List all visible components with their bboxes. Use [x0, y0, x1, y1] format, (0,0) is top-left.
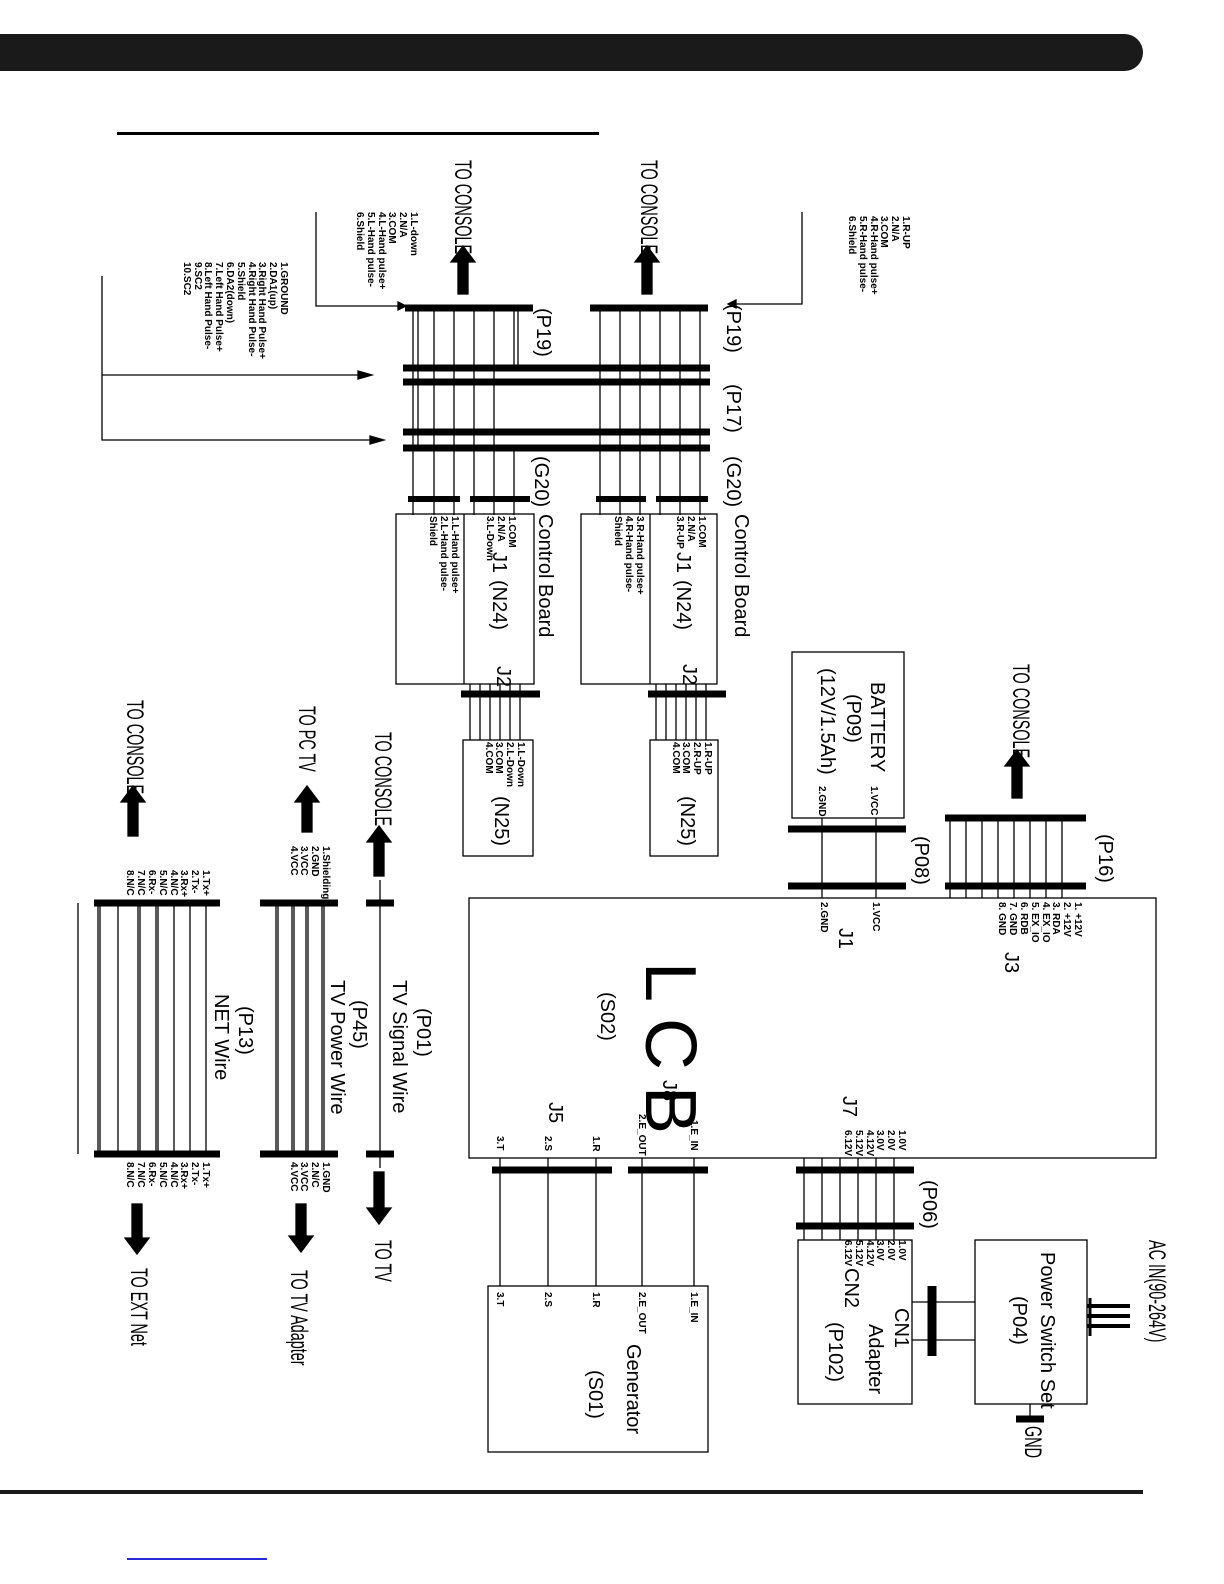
to-console-label-net: TO CONSOLE [121, 700, 148, 795]
battery-gnd-pin: 2.GND [816, 786, 827, 817]
lcb-j8-label: J8 [658, 1080, 680, 1102]
generator-pin-eout: 2.E_OUT [636, 1292, 647, 1334]
lcb-j3-pins: 1. +12V 2. +12V 3. RDA 4. EX_IO 5. EX_IO… [996, 902, 1083, 943]
lcb-j7-pins: 1.0V 2.0V 3.0V 4.12V 5.12V 6.12V [842, 1130, 907, 1157]
lcb-j5-label: J5 [544, 1102, 566, 1124]
right-harness [580, 304, 726, 857]
lcb-j7-label: J7 [838, 1096, 860, 1118]
battery-vcc-pin: 1.VCC [868, 786, 879, 816]
to-pc-tv-label: TO PC TV [293, 706, 320, 772]
battery-p09-label: (P09) [842, 694, 864, 743]
tv-signal-wire-label: TV Signal Wire [388, 980, 410, 1114]
cn1-label: CN1 [890, 1308, 912, 1349]
right-n24-label: (N24) [672, 580, 694, 631]
to-tv-label: TO TV [369, 1240, 396, 1282]
lcb-j3-label: J3 [1000, 952, 1022, 974]
power-switch-wiring [912, 1239, 1130, 1423]
right-j1-pins-b: 3.R-Hand pulse+ 4.R-Hand pulse- Shield [612, 516, 645, 595]
left-n24-label: (N24) [488, 580, 510, 631]
lcb-j1-vcc-pin: 1.VCC [870, 902, 881, 932]
generator-wiring [487, 1158, 709, 1453]
p06-harness [796, 1158, 914, 1405]
control-board-label-right: Control Board [730, 514, 752, 638]
net-wire [77, 899, 220, 1158]
ac-in-label: AC IN(90-264V) [1143, 1240, 1170, 1343]
control-board-label-left: Control Board [534, 514, 556, 638]
j5-pin-2: 2.S [542, 1136, 553, 1152]
main-console-pins: 1.GROUND 2.DA1(up) 3.Right Hand Pulse+ 4… [180, 262, 289, 359]
right-j1-label: J1 [672, 552, 694, 574]
generator-s01-label: (S01) [584, 1370, 606, 1419]
arrows [119, 244, 1031, 1256]
tv-power-pins-bottom: 1.GND 2.N/C 3.VCC 4.VCC [287, 1162, 331, 1193]
to-ext-net-label: TO EXT Net [125, 1268, 152, 1346]
generator-label: Generator [622, 1344, 644, 1435]
left-j1-pins-b: 1.L-Hand pulse+ 2.L-Hand pulse- Shield [427, 516, 460, 594]
connector-p19-right: (P19) [722, 304, 744, 353]
left-j1-label: J1 [488, 552, 510, 574]
header-bar [0, 34, 1143, 71]
battery-rating-label: (12V/1.5Ah) [816, 668, 838, 775]
battery-label: BATTERY [866, 682, 888, 773]
lcb-board [468, 897, 1157, 1159]
title-rule [117, 132, 599, 135]
footer-rule [0, 1490, 1143, 1494]
connector-g20-left: (G20) [530, 456, 552, 508]
lcb-j1-gnd-pin: 2.GND [818, 902, 829, 933]
tv-power-pins-top: 1.Shielding 2.GND 3.VCC 4.VCC [287, 846, 331, 900]
left-harness [395, 304, 710, 857]
cn2-label: CN2 [840, 1268, 862, 1309]
cn2-pins: 1.0V 2.0V 3.0V 4.12V 5.12V 6.12V [842, 1240, 907, 1267]
left-n25-label: (N25) [490, 796, 512, 847]
j5-pin-1: 1.R [590, 1136, 601, 1152]
j5-pin-3: 3.T [494, 1136, 505, 1151]
tv-p01-label: (P01) [412, 1008, 434, 1057]
generator-pin-2: 2.S [542, 1292, 553, 1308]
leader-lines [101, 212, 803, 445]
tv-p45-label: (P45) [348, 1000, 370, 1049]
net-p13-label: (P13) [234, 1006, 256, 1055]
adapter-p102-label: (P102) [824, 1322, 846, 1383]
tv-signal-wire [366, 880, 394, 1168]
right-console-pins: 1.R-UP 2.N/A 3.COM 4.R-Hand pulse+ 5.R-H… [846, 216, 911, 295]
left-console-pins: 1.L-down 2.N/A 3.COM 4.L-Hand pulse+ 5.L… [354, 212, 419, 290]
lcb-s02-label: (S02) [596, 992, 618, 1041]
power-switch-p04-label: (P04) [1008, 1296, 1030, 1345]
generator-pin-3: 3.T [494, 1292, 505, 1307]
to-console-label-right: TO CONSOLE [635, 160, 662, 255]
to-tv-adapter-label: TO TV Adapter [285, 1270, 312, 1366]
lcb-j1-label: J1 [834, 928, 856, 950]
to-console-label-p16: TO CONSOLE [1007, 664, 1034, 759]
right-j1-pins: 1.COM 2.N/A 3.R-UP [674, 516, 707, 549]
battery-wiring [788, 651, 906, 898]
left-j2-label: J2 [492, 666, 514, 688]
left-j2-pins: 1.L-Down 2.L-Down 3.COM 4.COM [482, 742, 526, 787]
net-wire-pins-top: 1.Tx+ 2.Tx- 3.Rx+ 4.N/C 5.N/C 6.Rx- 7.N/… [124, 870, 211, 897]
right-j2-label: J2 [678, 664, 700, 686]
connector-g20-right: (G20) [722, 456, 744, 508]
tv-power-wire-label: TV Power Wire [326, 980, 348, 1115]
generator-pin-ein: 1.E_IN [688, 1292, 699, 1323]
to-console-label-left: TO CONSOLE [449, 160, 476, 255]
tv-power-wire [260, 899, 338, 1158]
connector-p16: (P16) [1094, 834, 1116, 883]
adapter-label: Adapter [864, 1324, 886, 1395]
lcb-label: LCB [630, 962, 710, 1151]
footer-link-underline [127, 1558, 267, 1560]
net-wire-pins-bottom: 1.Tx+ 2.Tx- 3.Rx+ 4.N/C 5.N/C 6.Rx- 7.N/… [124, 1162, 211, 1189]
right-j2-pins: 1.R-UP 2.R-UP 3.COM 4.COM [669, 742, 713, 775]
connector-p08: (P08) [910, 836, 932, 885]
p16-harness [945, 814, 1086, 898]
gnd-label: GND [1019, 1426, 1046, 1459]
net-wire-label: NET Wire [210, 994, 232, 1081]
power-switch-label: Power Switch Set [1036, 1252, 1058, 1409]
generator-pin-1: 1.R [590, 1292, 601, 1308]
connector-p06: (P06) [918, 1180, 940, 1229]
connector-p17: (P17) [722, 384, 744, 433]
right-n25-label: (N25) [676, 796, 698, 847]
to-console-label-tv: TO CONSOLE [369, 732, 396, 827]
connector-p19-left: (P19) [532, 308, 554, 357]
